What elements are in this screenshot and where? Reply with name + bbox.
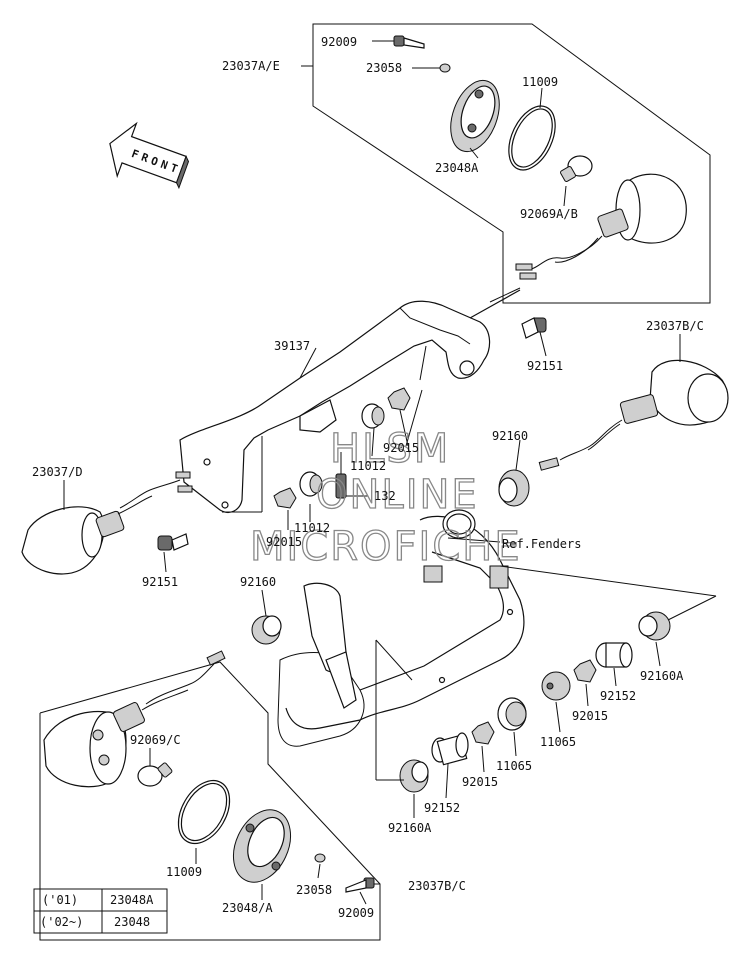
legend-row2-part: 23048 <box>114 915 150 929</box>
lens-cap-23048a-top <box>450 79 500 153</box>
callout-92069ab: 92069A/B <box>520 207 578 221</box>
callout-39137: 39137 <box>274 339 310 353</box>
callout-92160-right: 92160 <box>492 429 528 443</box>
watermark: HLSM ONLINE MICROFICHE <box>249 425 522 570</box>
callout-labels: 92009 23037A/E 23058 11009 23048A 92069A… <box>32 35 704 920</box>
legend-row1-year: ('01) <box>42 893 78 907</box>
grommet-92160-left <box>251 615 282 645</box>
callout-23037ae: 23037A/E <box>222 59 280 73</box>
callout-132: 132 <box>374 489 396 503</box>
callout-23037bc-right: 23037B/C <box>646 319 704 333</box>
front-arrow: FRONT <box>109 121 190 190</box>
hardware-right-lower <box>399 611 671 793</box>
grommet-92160-right <box>498 469 530 507</box>
callout-23058-top: 23058 <box>366 61 402 75</box>
callout-23037d: 23037/D <box>32 465 83 479</box>
hardware-center <box>273 387 411 509</box>
callout-92151-left: 92151 <box>142 575 178 589</box>
callout-92152-right: 92152 <box>600 689 636 703</box>
callout-92069c: 92069/C <box>130 733 181 747</box>
callout-ref-fenders: Ref.Fenders <box>502 537 581 551</box>
callout-23058-bottom: 23058 <box>296 883 332 897</box>
callout-23048a-top: 23048A <box>435 161 479 175</box>
watermark-line-3: MICROFICHE <box>250 524 522 570</box>
callout-11012-b: 11012 <box>294 521 330 535</box>
fender-bracket <box>277 509 525 747</box>
watermark-line-2: ONLINE <box>316 472 479 518</box>
callout-23037bc-bottom: 23037B/C <box>408 879 466 893</box>
leader-lines <box>63 40 717 905</box>
callout-11012-a: 11012 <box>350 459 386 473</box>
bracket-39137 <box>179 287 521 513</box>
callout-92015-c: 92015 <box>572 709 608 723</box>
legend-row1-part: 23048A <box>110 893 154 907</box>
top-turn-signal <box>393 35 687 280</box>
callout-92151-right: 92151 <box>527 359 563 373</box>
callout-92015-d: 92015 <box>462 775 498 789</box>
callout-92015-b: 92015 <box>266 535 302 549</box>
callout-92160a-right: 92160A <box>640 669 684 683</box>
callout-92009-bottom: 92009 <box>338 906 374 920</box>
left-turn-signal <box>21 471 193 575</box>
top-group-outline <box>312 23 711 304</box>
signal-housing-top <box>515 173 687 280</box>
legend-row2-year: ('02~) <box>40 915 83 929</box>
callout-11065-b: 11065 <box>496 759 532 773</box>
screw-92009-top <box>393 35 425 49</box>
right-turn-signal <box>521 317 729 471</box>
callout-92160a-bottom: 92160A <box>388 821 432 835</box>
legend-table: ('01) 23048A ('02~) 23048 <box>33 888 168 934</box>
callout-11009-bottom: 11009 <box>166 865 202 879</box>
watermark-line-1: HLSM <box>330 426 450 472</box>
callout-92160-left: 92160 <box>240 575 276 589</box>
callout-11009-top: 11009 <box>522 75 558 89</box>
callout-92009-top: 92009 <box>321 35 357 49</box>
callout-92152-bottom: 92152 <box>424 801 460 815</box>
bottom-group-outline <box>39 661 381 941</box>
callout-92015-a: 92015 <box>383 441 419 455</box>
callout-11065-a: 11065 <box>540 735 576 749</box>
bottom-turn-signal <box>43 650 375 893</box>
bulb-92069ab <box>560 155 593 182</box>
callout-23048a-bottom: 23048/A <box>222 901 273 915</box>
